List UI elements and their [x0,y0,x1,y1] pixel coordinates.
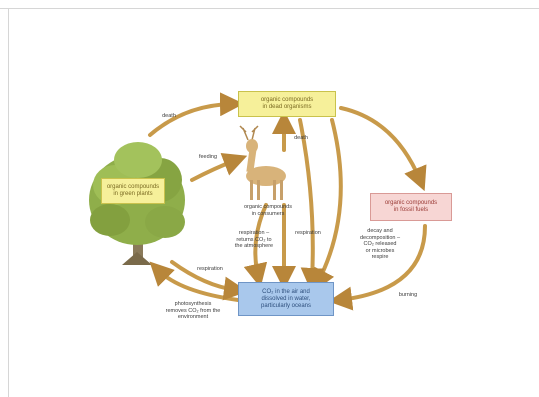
arrow-plant-respiration [170,260,248,301]
box-green-plants: organic compounds in green plants [101,178,165,204]
arrow-dead-to-fossil [339,106,427,192]
box-fossil-fuels: organic compounds in fossil fuels [370,193,452,221]
arrow-death-plants [148,92,244,137]
label-death-right: death [294,135,308,141]
arrow-consumer-respiration-2 [243,203,268,288]
box-co2-air-water: CO₂ in the air and dissolved in water, p… [238,282,334,316]
arrow-burning [328,224,427,311]
label-burning: burning [398,292,418,298]
label-death-left: death [162,113,176,119]
label-decay: decay and decomposition – CO₂ released o… [359,228,401,260]
arrow-dead-respiration [298,118,325,292]
label-photosynthesis: photosynthesis removes CO₂ from the envi… [165,301,221,320]
frame-top-border [0,8,539,9]
label-respiration-center: respiration [295,230,321,236]
label-feeding: feeding [198,154,218,160]
arrow-decay [312,118,343,293]
label-respiration-left: respiration [197,266,223,272]
deer-icon [239,125,286,200]
arrow-feeding [190,153,248,182]
label-respiration-returns: respiration – returns CO₂ to the atmosph… [234,230,274,249]
label-consumers: organic compounds in consumers [243,204,292,217]
frame-left-border [8,8,9,397]
arrow-photosynthesis [149,261,240,302]
box-dead-organisms: organic compounds in dead organisms [238,91,336,117]
cycle-arrows [148,92,427,311]
